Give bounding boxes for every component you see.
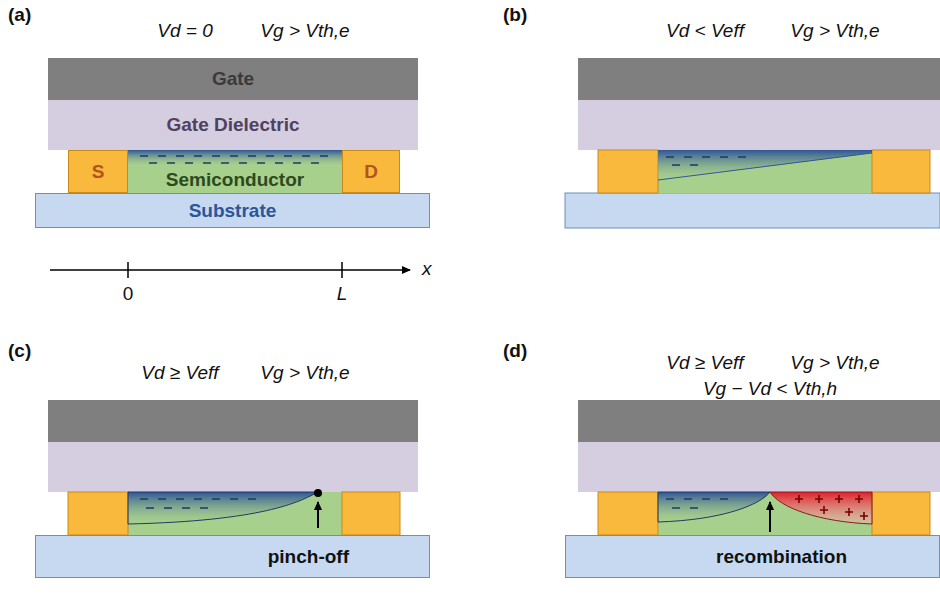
layer-label: Substrate — [189, 200, 277, 222]
bias-condition: Vg − Vd < Vth,h — [703, 378, 837, 400]
layer-label: recombination — [716, 546, 847, 568]
layer-label: Gate Dielectric — [166, 114, 299, 136]
axis-tick-label: 0 — [123, 283, 134, 305]
gate-layer: Gate — [48, 58, 418, 100]
panel-letter: (b) — [503, 4, 527, 26]
bias-condition: Vg > Vth,e — [260, 20, 349, 42]
device-c — [48, 400, 418, 535]
bias-condition: Vd ≥ Veff — [141, 362, 218, 384]
substrate-layer: pinch-off — [35, 535, 430, 578]
layer-label: Gate — [212, 68, 254, 90]
source-contact: S — [68, 150, 128, 193]
bias-condition: Vd ≥ Veff — [666, 352, 743, 374]
layer-label: pinch-off — [268, 546, 349, 568]
drain-contact: D — [342, 150, 400, 193]
channel-a — [128, 150, 342, 166]
axis-label: x — [422, 258, 432, 280]
substrate-layer: Substrate — [35, 193, 430, 228]
panel-letter: (d) — [503, 340, 527, 362]
bias-condition: Vd < Veff — [666, 20, 744, 42]
x-axis — [50, 262, 410, 278]
substrate-layer: recombination — [565, 535, 940, 578]
semiconductor-layer: Semiconductor — [128, 166, 342, 193]
layer-label: Semiconductor — [166, 169, 304, 191]
layer-label: D — [364, 161, 378, 183]
semiconductor-fill — [128, 150, 342, 193]
panel-letter: (c) — [8, 340, 31, 362]
device-d — [578, 400, 940, 535]
dielectric-layer: Gate Dielectric — [48, 100, 418, 150]
bias-condition: Vg > Vth,e — [790, 352, 879, 374]
layer-label: S — [92, 161, 105, 183]
bias-condition: Vd = 0 — [157, 20, 212, 42]
device-b — [565, 58, 940, 228]
bias-condition: Vg > Vth,e — [260, 362, 349, 384]
panel-letter: (a) — [8, 4, 31, 26]
axis-tick-label: L — [337, 283, 348, 305]
bias-condition: Vg > Vth,e — [790, 20, 879, 42]
